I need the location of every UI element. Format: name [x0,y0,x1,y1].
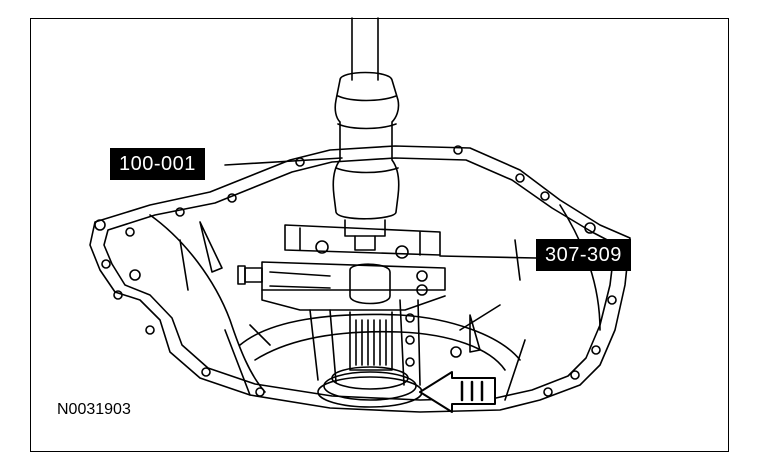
transmission-case [89,145,631,413]
tool-callout-307-309: 307-309 [536,239,631,271]
figure-id-label: N0031903 [57,401,131,418]
leader-line-307-309 [439,255,537,259]
slide-hammer-tool [332,17,400,251]
direction-arrow-icon [419,371,496,413]
tool-callout-100-001: 100-001 [110,148,205,180]
figure-frame [30,18,729,452]
puller-tool [237,224,446,386]
leader-line-100-001 [224,157,343,166]
